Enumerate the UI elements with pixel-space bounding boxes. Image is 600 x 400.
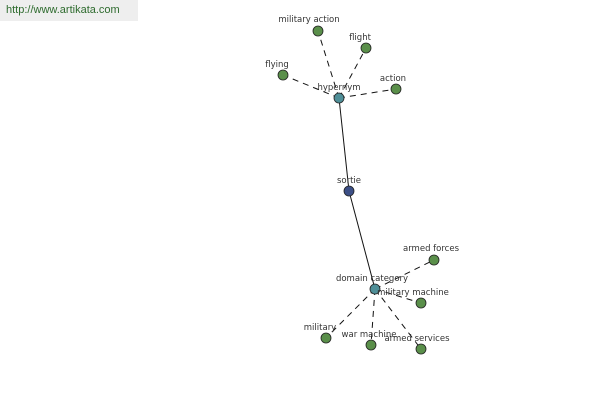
node-flying[interactable] xyxy=(277,69,289,81)
label-layer: sortie hypernym domain category military ac… xyxy=(265,15,459,344)
node-label-domain-category[interactable]: domain category xyxy=(336,274,408,284)
node-label-armed-services[interactable]: armed services xyxy=(384,334,450,344)
node-military-machine[interactable] xyxy=(415,297,427,309)
node-military[interactable] xyxy=(320,332,332,344)
node-label-hypernym[interactable]: hypernym xyxy=(317,83,360,93)
edge-hypernym-military-action xyxy=(317,30,340,99)
edge-sortie-hypernym xyxy=(338,97,350,192)
node-war-machine[interactable] xyxy=(365,339,377,351)
edge-hypernym-flight xyxy=(338,47,367,99)
node-hypernym[interactable] xyxy=(333,92,345,104)
edge-hypernym-action xyxy=(338,88,397,99)
edge-layer xyxy=(282,30,435,350)
node-label-sortie[interactable]: sortie xyxy=(337,176,361,186)
edge-sortie-domain-category xyxy=(348,190,376,290)
site-url-banner[interactable]: http://www.artikata.com xyxy=(0,0,138,21)
node-label-flight[interactable]: flight xyxy=(349,33,371,43)
node-label-flying[interactable]: flying xyxy=(265,60,289,70)
node-flight[interactable] xyxy=(360,42,372,54)
node-label-action[interactable]: action xyxy=(380,74,406,84)
edge-domain-category-military-machine xyxy=(374,288,422,304)
node-military-action[interactable] xyxy=(312,25,324,37)
node-label-war-machine[interactable]: war machine xyxy=(342,330,397,340)
node-domain-category[interactable] xyxy=(369,283,381,295)
node-sortie[interactable] xyxy=(343,185,355,197)
node-layer xyxy=(277,25,440,355)
node-label-military-action[interactable]: military action xyxy=(278,15,339,25)
edge-domain-category-armed-services xyxy=(374,288,422,350)
node-label-military-machine[interactable]: military machine xyxy=(377,288,449,298)
node-armed-forces[interactable] xyxy=(428,254,440,266)
edge-domain-category-military xyxy=(325,288,376,339)
node-label-armed-forces[interactable]: armed forces xyxy=(403,244,460,254)
edge-domain-category-war-machine xyxy=(370,288,376,346)
node-label-military[interactable]: military xyxy=(304,323,336,333)
node-armed-services[interactable] xyxy=(415,343,427,355)
node-action[interactable] xyxy=(390,83,402,95)
